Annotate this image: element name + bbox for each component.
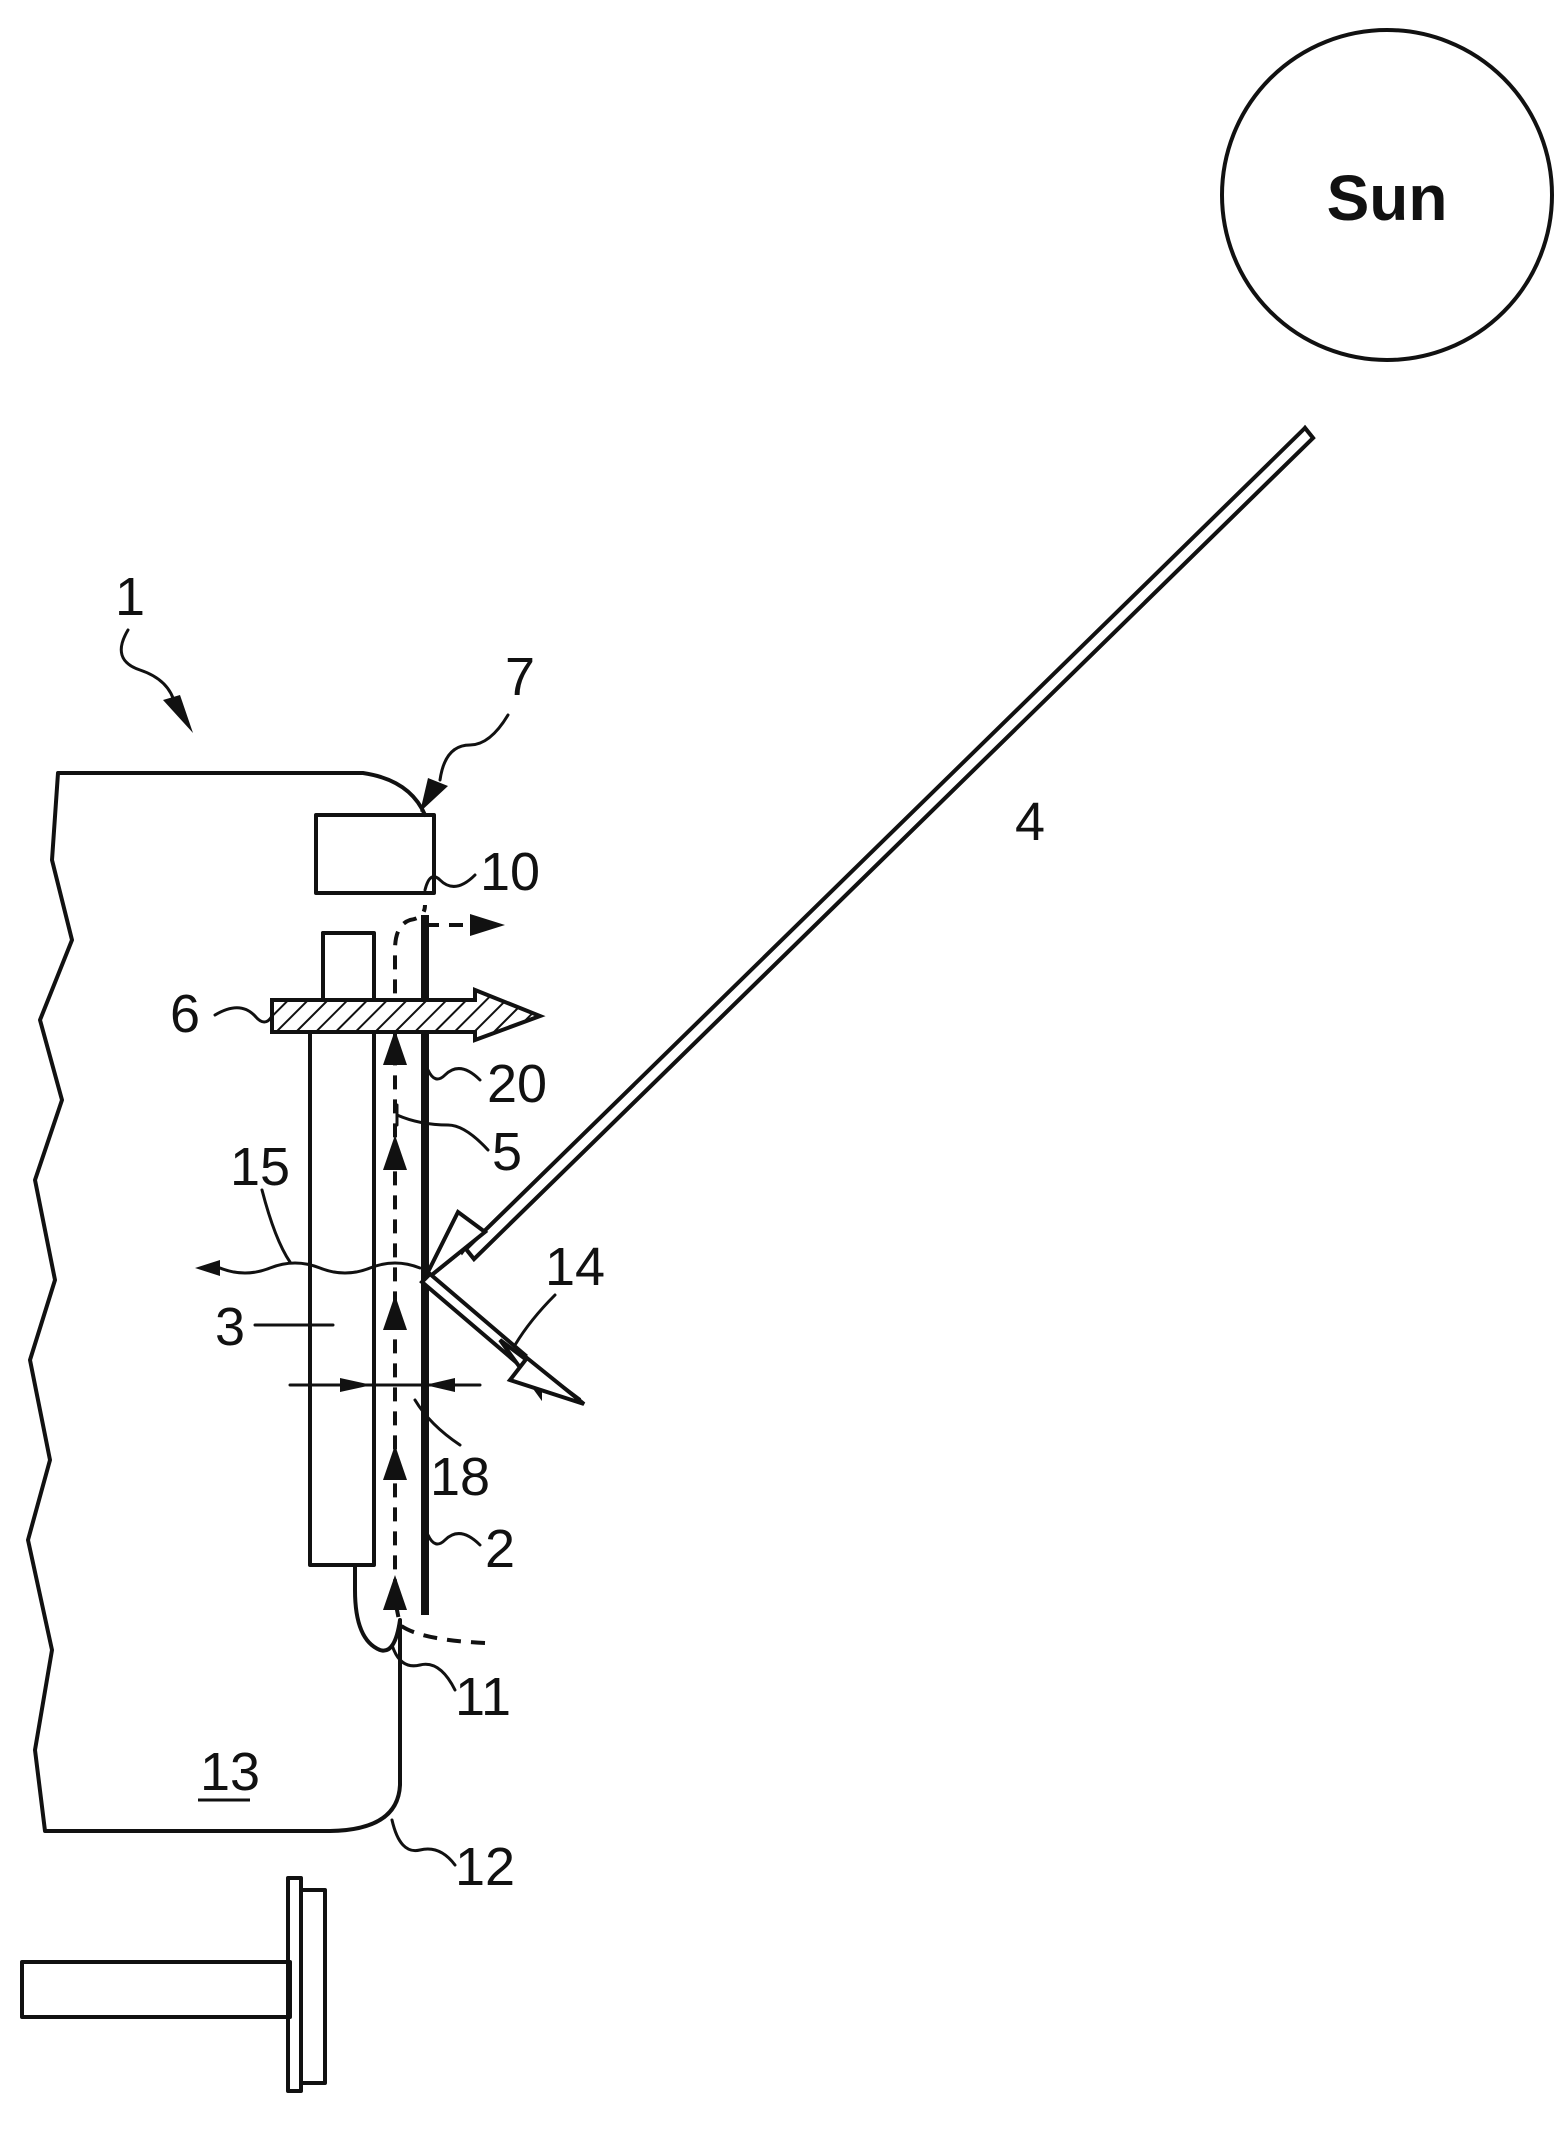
bottom-bar — [22, 1962, 290, 2017]
label-11: 11 — [455, 1667, 511, 1727]
flow-arrowhead — [383, 1030, 407, 1065]
label-5: 5 — [492, 1122, 522, 1182]
label-6: 6 — [170, 984, 200, 1044]
leader-6 — [215, 1008, 272, 1022]
label-13: 13 — [200, 1742, 260, 1802]
leader-5 — [397, 1115, 488, 1150]
label-2: 2 — [485, 1519, 515, 1579]
bottom-plate-2 — [301, 1890, 325, 2083]
airflow-outlet-arrow — [470, 914, 505, 936]
label-7: 7 — [505, 647, 535, 707]
leader-7 — [440, 715, 508, 780]
flow-arrowhead — [383, 1295, 407, 1330]
leader-20 — [428, 1069, 480, 1080]
label-20: 20 — [487, 1054, 547, 1114]
sun-label: Sun — [1327, 162, 1448, 234]
leader-7-arrow — [420, 778, 448, 812]
label-3: 3 — [215, 1297, 245, 1357]
label-15: 15 — [230, 1137, 290, 1197]
label-1: 1 — [115, 567, 145, 627]
leader-12 — [392, 1820, 455, 1865]
flow-arrowhead — [383, 1135, 407, 1170]
leader-2 — [428, 1534, 480, 1545]
label-14: 14 — [545, 1237, 605, 1297]
leader-14 — [515, 1295, 555, 1345]
leader-1 — [121, 630, 175, 705]
flow-arrowhead — [383, 1445, 407, 1480]
hatched-arrow-6 — [272, 990, 540, 1040]
dimension-18-left-arrow — [340, 1378, 372, 1392]
leader-15 — [262, 1190, 290, 1262]
dimension-18-right-arrow — [425, 1378, 455, 1392]
sun-ray-arrow — [423, 428, 1313, 1282]
label-12: 12 — [455, 1837, 515, 1897]
flow-arrowhead — [383, 1575, 407, 1610]
component-7-box — [316, 815, 434, 893]
label-18: 18 — [430, 1447, 490, 1507]
heat-radiation-15 — [220, 1263, 420, 1273]
label-4: 4 — [1015, 792, 1045, 852]
label-10: 10 — [480, 842, 540, 902]
leader-1-arrow — [163, 695, 193, 733]
heat-radiation-arrowhead — [195, 1260, 220, 1276]
